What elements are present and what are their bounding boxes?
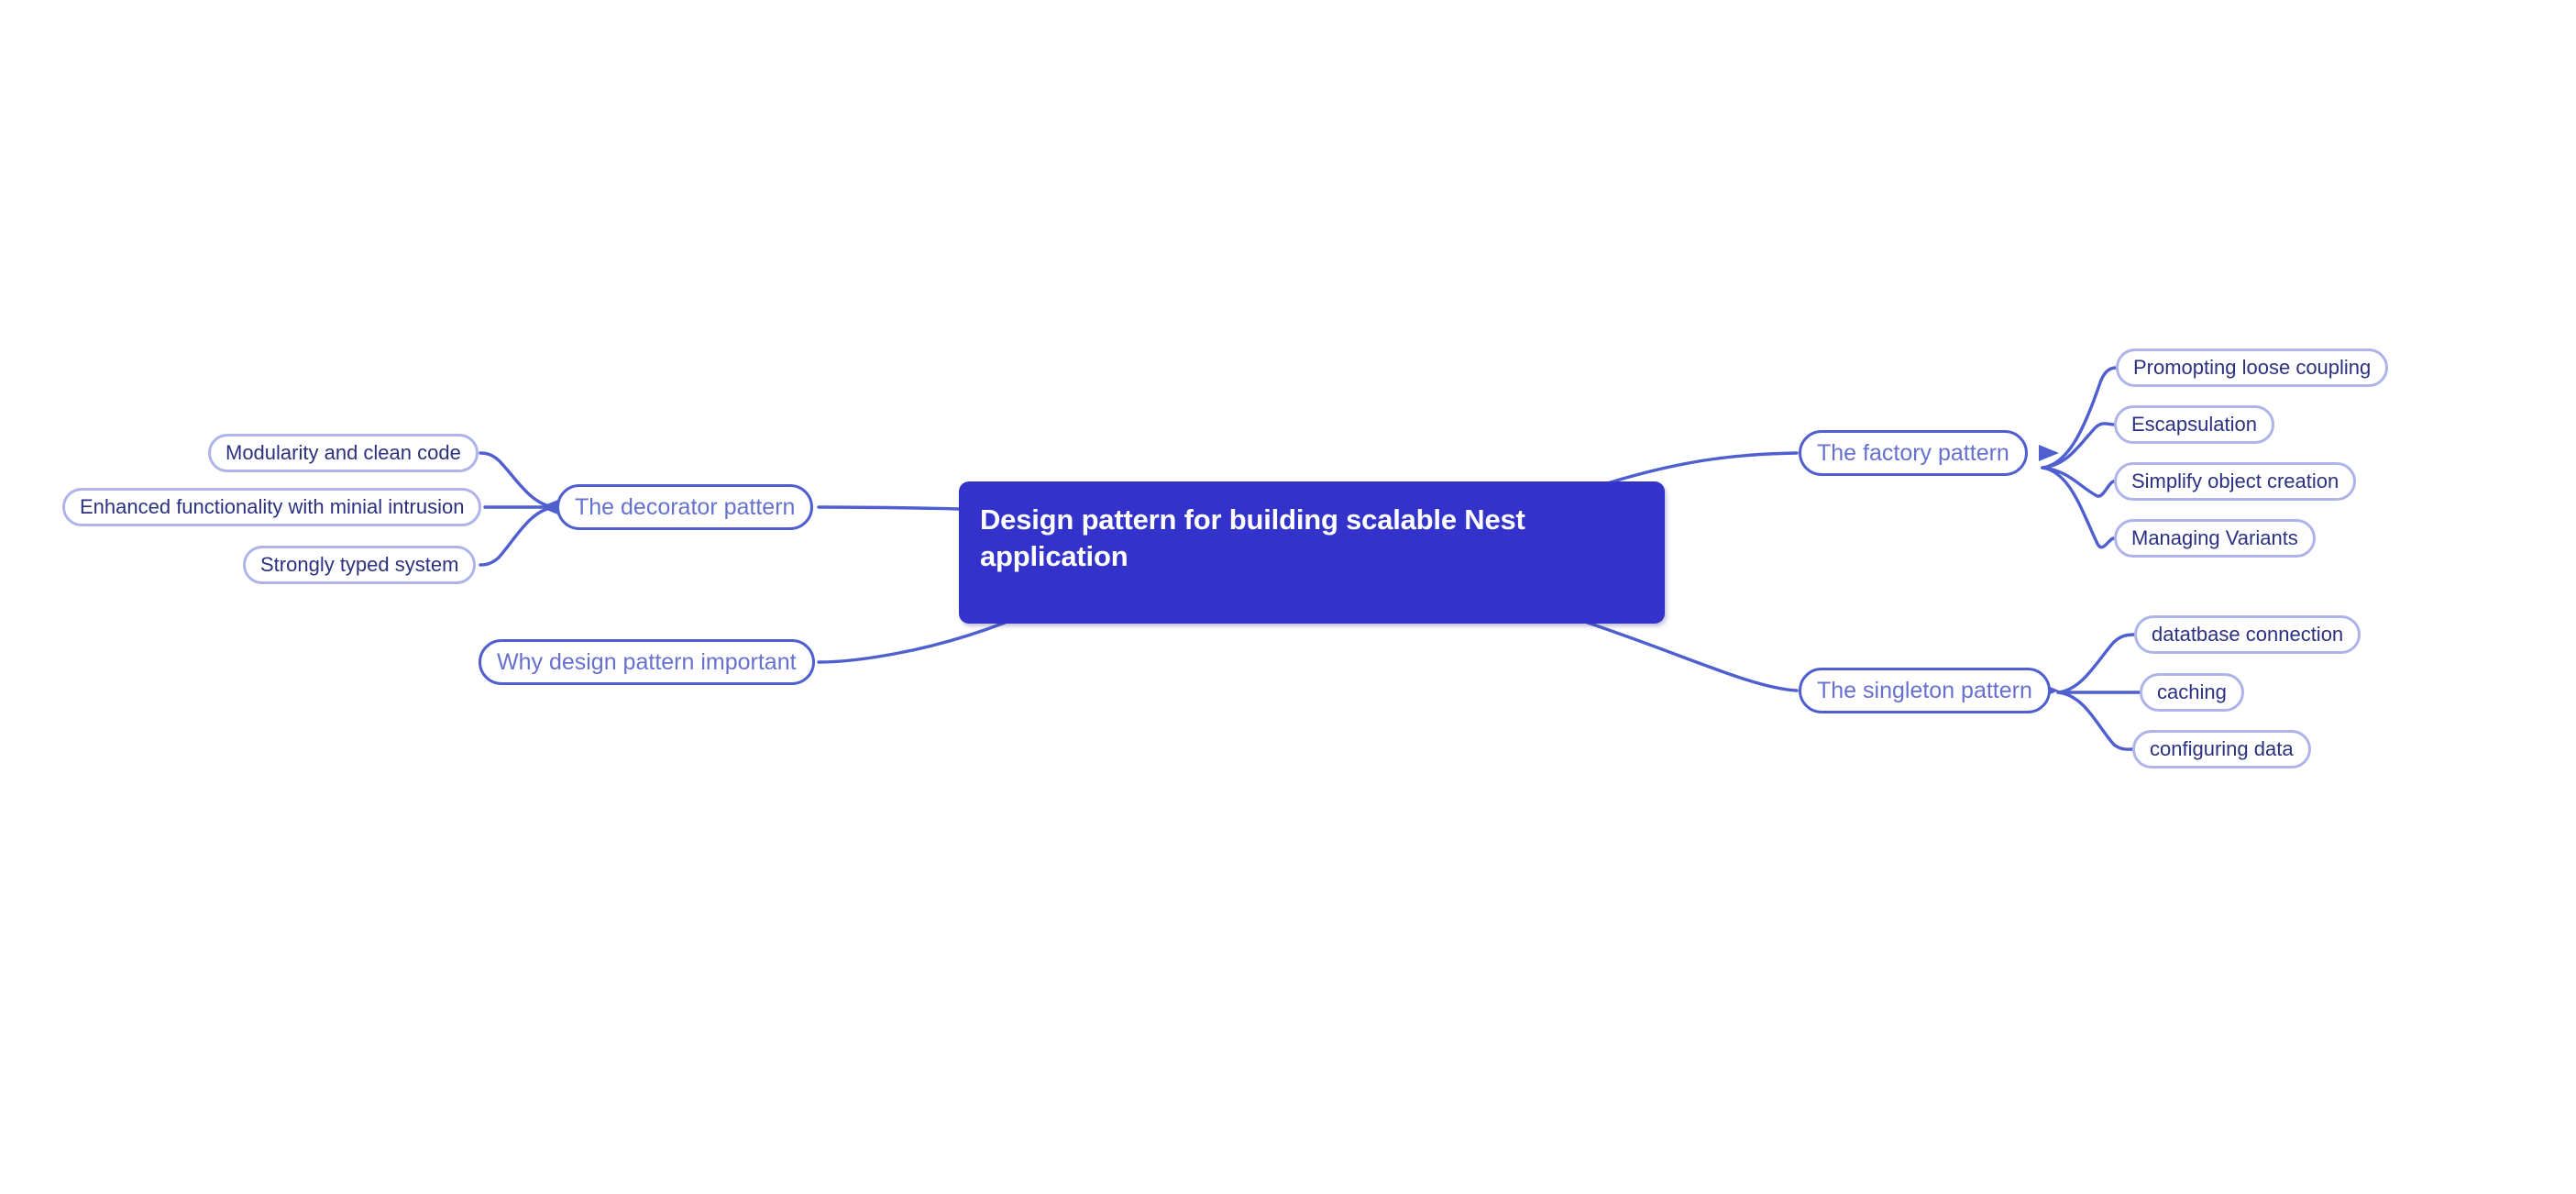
root-node[interactable]: Design pattern for building scalable Nes… <box>959 481 1665 624</box>
leaf-node-modularity-and-clean-code[interactable]: Modularity and clean code <box>208 434 479 472</box>
leaf-label: Modularity and clean code <box>226 441 461 464</box>
leaf-node-simplify-object-creation[interactable]: Simplify object creation <box>2114 462 2357 501</box>
branch-node-decorator[interactable]: The decorator pattern <box>556 484 814 530</box>
edge-singleton-database <box>2056 633 2136 694</box>
leaf-label: datatbase connection <box>2152 623 2344 646</box>
leaf-node-promopting-loose-coupling[interactable]: Promopting loose coupling <box>2116 348 2389 387</box>
edge-decorator-strongly <box>479 505 556 567</box>
edge-factory-managing <box>2041 466 2116 549</box>
branch-node-why-design-pattern-important[interactable]: Why design pattern important <box>479 639 815 685</box>
root-label-line-1: Design pattern for building scalable Nes… <box>980 503 1525 536</box>
branch-label-factory: The factory pattern <box>1817 439 2009 466</box>
root-label-line-2: application <box>980 539 1128 572</box>
edge-root-why <box>817 621 1007 664</box>
leaf-node-escapsulation[interactable]: Escapsulation <box>2114 405 2274 444</box>
leaf-label: Managing Variants <box>2131 526 2298 549</box>
edge-decorator-modularity <box>479 451 556 509</box>
branch-label-decorator: The decorator pattern <box>575 493 796 520</box>
root-node-label: Design pattern for building scalable Nes… <box>980 502 1525 574</box>
leaf-node-configuring-data[interactable]: configuring data <box>2132 730 2311 768</box>
leaf-label: caching <box>2157 680 2227 703</box>
branch-node-factory[interactable]: The factory pattern <box>1799 430 2028 476</box>
leaf-label: configuring data <box>2150 737 2294 760</box>
edge-root-singleton <box>1578 618 1799 692</box>
edge-root-decorator <box>817 505 961 511</box>
leaf-node-datatbase-connection[interactable]: datatbase connection <box>2134 615 2361 654</box>
leaf-label: Enhanced functionality with minial intru… <box>80 495 465 518</box>
leaf-label: Promopting loose coupling <box>2133 356 2372 379</box>
leaf-node-strongly-typed-system[interactable]: Strongly typed system <box>243 546 477 584</box>
leaf-label: Escapsulation <box>2131 413 2257 436</box>
branch-label-why: Why design pattern important <box>497 648 797 675</box>
leaf-node-managing-variants[interactable]: Managing Variants <box>2114 519 2316 558</box>
branch-node-singleton[interactable]: The singleton pattern <box>1799 668 2051 713</box>
edge-factory-promoting <box>2041 366 2118 470</box>
leaf-node-caching[interactable]: caching <box>2140 673 2244 712</box>
branch-label-singleton: The singleton pattern <box>1817 677 2032 703</box>
edge-singleton-configuring <box>2056 691 2134 751</box>
leaf-label: Simplify object creation <box>2131 470 2339 492</box>
edge-factory-escapsulation <box>2041 422 2116 470</box>
leaf-node-enhanced-functionality[interactable]: Enhanced functionality with minial intru… <box>62 488 482 526</box>
arrowhead-factory <box>2039 445 2059 461</box>
leaf-label: Strongly typed system <box>260 553 459 576</box>
edge-factory-simplify <box>2041 466 2116 498</box>
